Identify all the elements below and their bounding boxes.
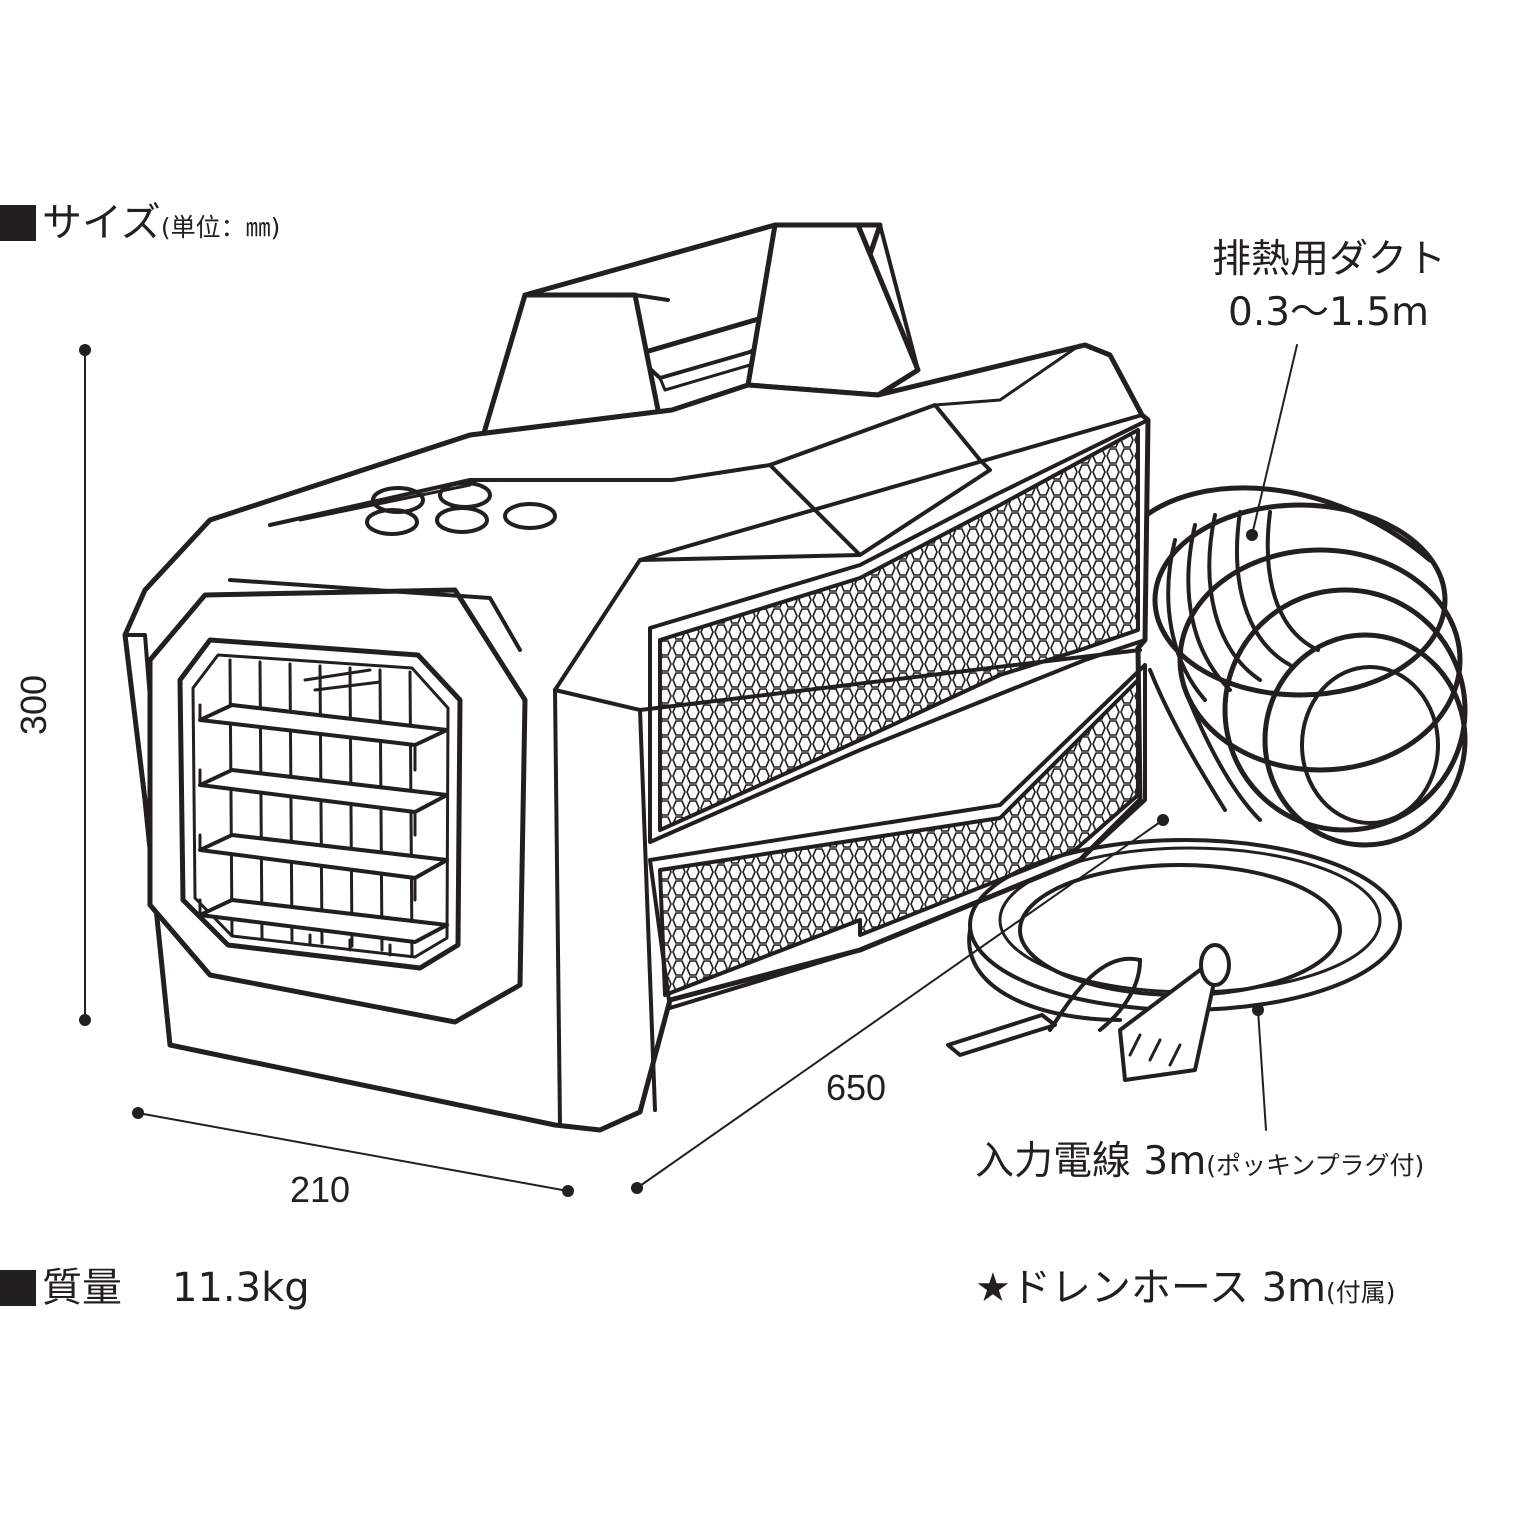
size-unit-note: (単位：㎜) [160,213,281,242]
height-dimension-label: 300 [13,674,54,736]
drain-hose [1148,668,1262,822]
power-cord-note: (ポッキンプラグ付) [1206,1151,1425,1180]
duct-leader-line [1246,344,1298,541]
drain-hose-length: 3m [1261,1265,1326,1311]
power-cord-label: 入力電線 [975,1139,1132,1184]
power-cord-length: 3m [1143,1139,1207,1184]
size-heading-label: サイズ [42,200,161,246]
size-heading: サイズ(単位：㎜) [42,203,280,243]
power-plug [946,943,1231,1082]
exhaust-duct-coil [1137,485,1468,848]
front-vent [147,578,528,1025]
drain-hose-included-note: (付属) [1326,1278,1396,1307]
length-dimension-label: 650 [826,1067,887,1108]
weight-row: 質量 11.3kg [42,1268,310,1308]
weight-label: 質量 [42,1265,122,1311]
power-cord-callout: 入力電線 3m(ポッキンプラグ付) [975,1142,1424,1181]
weight-square-marker [0,1270,36,1306]
heading-square-marker [0,205,36,241]
weight-value: 11.3kg [172,1265,310,1311]
control-buttons [365,481,557,536]
width-dimension-line [132,1107,574,1197]
width-dimension-label: 210 [290,1169,351,1210]
height-dimension-line [79,344,91,1026]
cord-leader-line [1252,1004,1267,1131]
exhaust-duct-length: 0.3〜1.5m [1228,290,1430,335]
drain-hose-note: ★ドレンホース 3m(付属) [975,1268,1396,1308]
drain-hose-label: ★ドレンホース [975,1265,1249,1311]
exhaust-duct-label: 排熱用ダクト [1212,237,1447,282]
side-hex-grille-upper [648,418,1150,844]
